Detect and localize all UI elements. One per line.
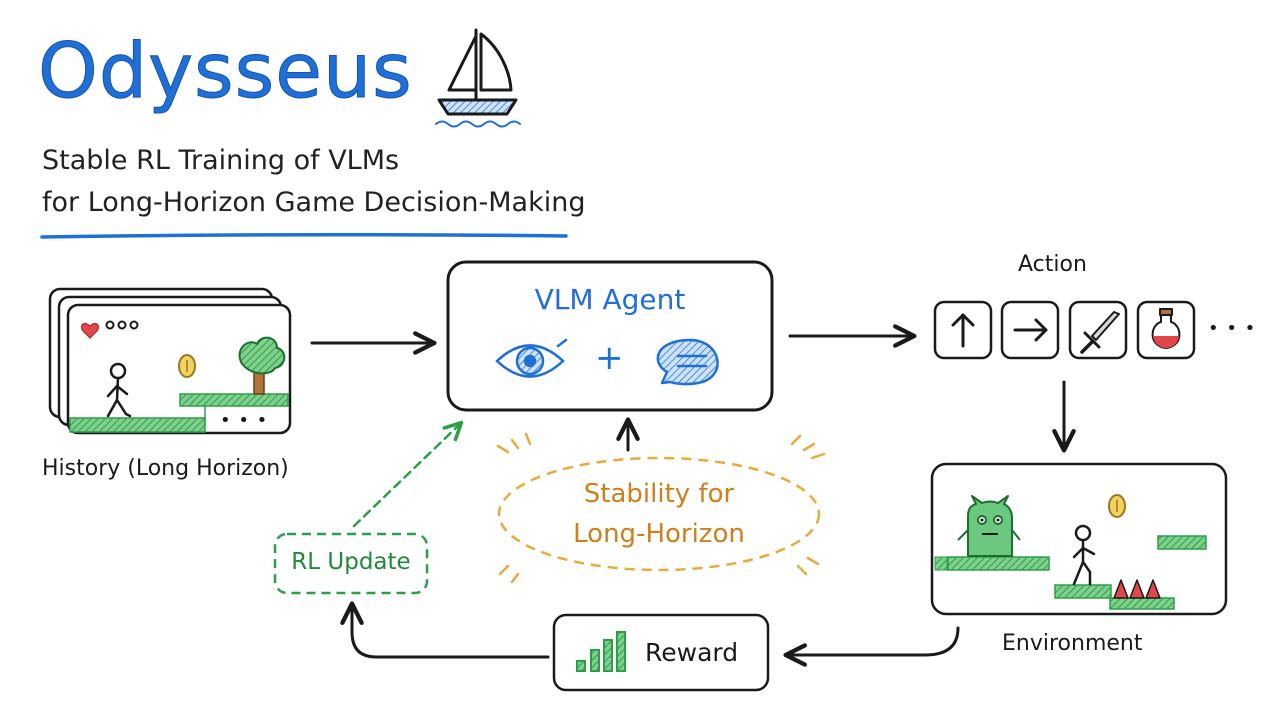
monster-icon <box>957 495 1021 557</box>
tree-icon <box>238 336 286 395</box>
agent-title: VLM Agent <box>534 283 686 316</box>
rl-update-box <box>273 532 429 595</box>
life-dots <box>105 320 139 330</box>
environment-label: Environment <box>1002 631 1143 656</box>
history-label: History (Long Horizon) <box>42 456 289 481</box>
chat-bubble-icon <box>656 338 719 386</box>
subtitle-underline <box>40 232 568 239</box>
history-scene <box>69 320 289 433</box>
heart-icon <box>80 322 100 339</box>
history-more-dots: • • • <box>220 410 269 431</box>
action-more-dots: • • • <box>1208 318 1257 339</box>
stability-oval <box>497 456 821 572</box>
arrow-right-icon <box>1013 318 1048 342</box>
stability-rays <box>496 432 826 584</box>
arrow-env-to-reward <box>783 626 960 667</box>
arrow-reward-to-rl <box>340 601 550 659</box>
eye-icon <box>495 338 568 378</box>
stability-line-2: Long-Horizon <box>573 519 745 549</box>
reward-label: Reward <box>645 638 739 667</box>
spikes <box>1113 579 1161 599</box>
sailboat-icon <box>435 28 521 128</box>
rl-update-label: RL Update <box>291 549 411 575</box>
stick-figure <box>106 362 132 418</box>
sword-icon <box>1080 311 1120 354</box>
subtitle: Stable RL Training of VLMs for Long-Hori… <box>42 140 585 224</box>
subtitle-line-2: for Long-Horizon Game Decision-Making <box>42 187 586 218</box>
subtitle-line-1: Stable RL Training of VLMs <box>42 145 400 176</box>
page-title: Odysseus <box>38 26 413 116</box>
potion-icon <box>1151 308 1181 349</box>
stability-label: Stability for Long-Horizon <box>519 474 799 554</box>
arrow-rl-to-agent <box>352 420 464 528</box>
agent-plus: + <box>595 338 624 378</box>
action-label: Action <box>1018 252 1087 277</box>
arrow-up-icon <box>951 313 975 348</box>
bar-chart-icon <box>576 631 626 672</box>
environment-scene <box>934 494 1207 610</box>
stability-line-1: Stability for <box>583 479 735 509</box>
stick-figure <box>1072 524 1096 586</box>
